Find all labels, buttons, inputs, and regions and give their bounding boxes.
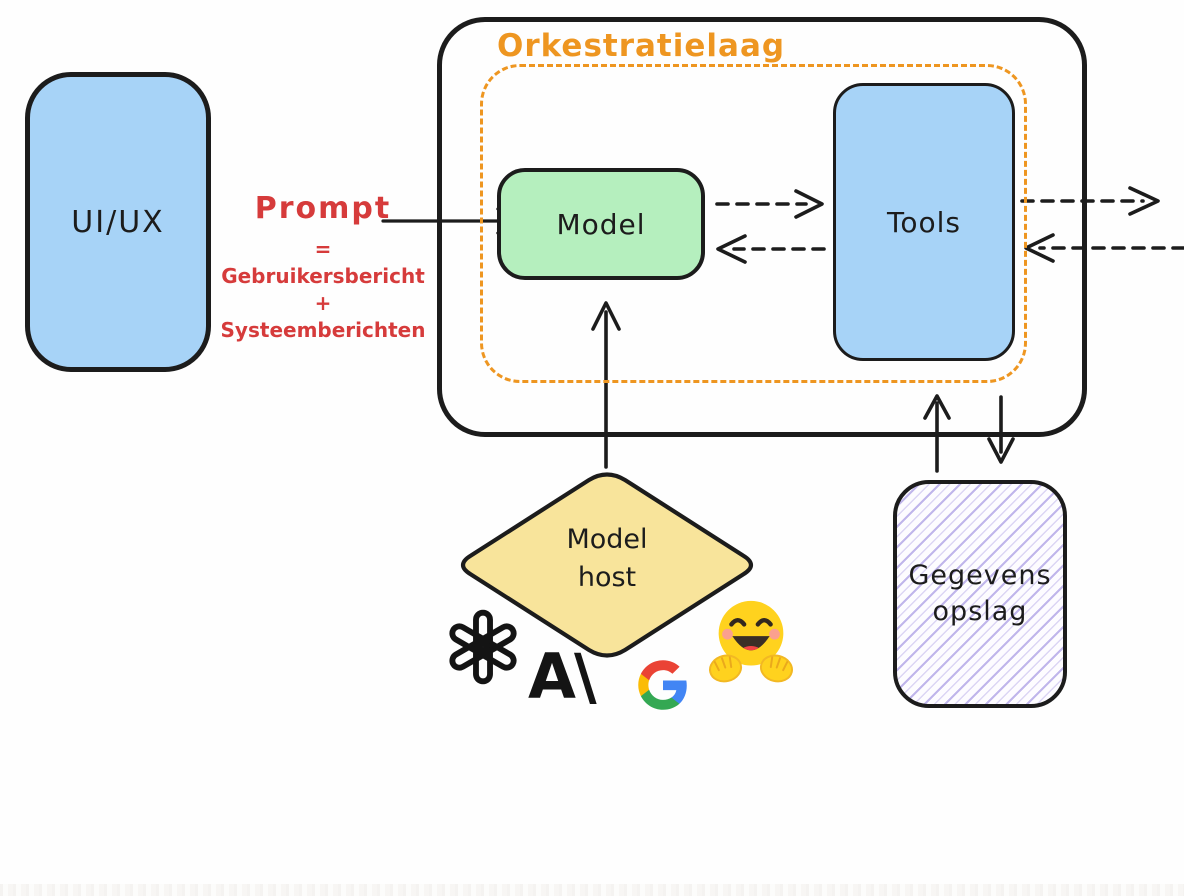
arrow-data-store-to-orchestration bbox=[923, 394, 951, 473]
arrow-model-host-to-model bbox=[591, 301, 621, 469]
model-host-label-line1: Model bbox=[566, 524, 648, 555]
bottom-noise-strip bbox=[0, 884, 1184, 896]
google-g-logo bbox=[638, 660, 687, 710]
anthropic-logo: A\ bbox=[528, 640, 597, 713]
model-host-label: Model host bbox=[520, 521, 694, 597]
arrow-tools-to-model bbox=[716, 234, 826, 264]
data-store-label-line2: opslag bbox=[932, 596, 1028, 627]
data-store-box: Gegevens opslag bbox=[893, 480, 1067, 708]
arrow-orchestration-to-data-store bbox=[987, 395, 1015, 464]
agent-container-box bbox=[437, 17, 1087, 437]
prompt-title: Prompt bbox=[254, 191, 392, 226]
data-store-label-line1: Gegevens bbox=[908, 560, 1052, 591]
prompt-line-2: + bbox=[314, 291, 332, 315]
prompt-line-1: = Gebruikersbericht bbox=[221, 237, 425, 288]
hugging-face-logo bbox=[709, 600, 793, 683]
uiux-label: UI/UX bbox=[71, 204, 165, 240]
model-label: Model bbox=[556, 207, 646, 241]
orchestration-layer-box bbox=[480, 64, 1027, 383]
tools-label: Tools bbox=[887, 205, 961, 239]
orchestration-layer-label: Orkestratielaag bbox=[497, 28, 786, 64]
tools-box: Tools bbox=[833, 83, 1015, 361]
prompt-annotation: Prompt = Gebruikersbericht + Systeemberi… bbox=[213, 191, 433, 344]
model-box: Model bbox=[497, 168, 705, 280]
arrow-model-to-tools bbox=[715, 189, 824, 219]
prompt-line-3: Systeemberichten bbox=[220, 318, 426, 342]
openai-logo bbox=[449, 609, 517, 685]
model-host-label-line2: host bbox=[577, 562, 637, 593]
model-host-diamond bbox=[460, 472, 754, 658]
uiux-box: UI/UX bbox=[25, 72, 211, 372]
